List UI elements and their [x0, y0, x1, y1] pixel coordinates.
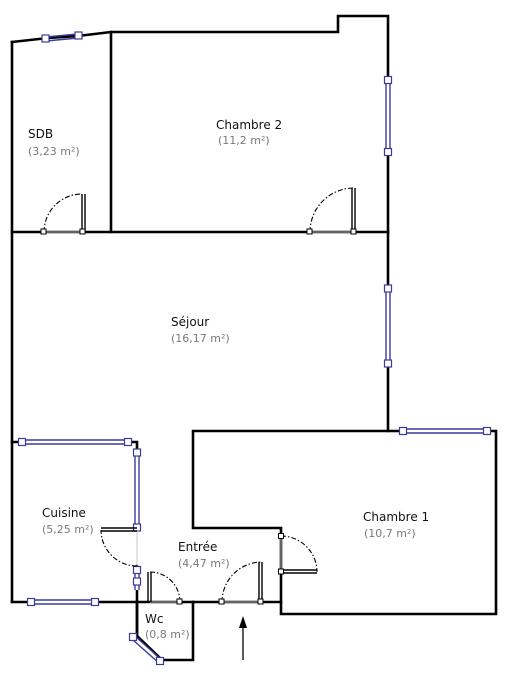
room-name-sdb: SDB — [28, 127, 53, 141]
window-wc-side — [132, 565, 142, 590]
room-area-wc: (0,8 m²) — [145, 628, 190, 641]
window-chambre1-top — [398, 426, 492, 436]
walls — [10, 14, 498, 662]
window-wc-diagonal — [128, 632, 165, 666]
door-sdb — [40, 193, 86, 235]
room-name-entree: Entrée — [178, 540, 217, 554]
room-name-chambre1: Chambre 1 — [363, 510, 429, 524]
wall-top — [10, 14, 390, 234]
room-name-cuisine: Cuisine — [42, 506, 86, 520]
room-name-wc: Wc — [145, 612, 163, 626]
room-area-cuisine: (5,25 m²) — [42, 523, 94, 536]
door-entree — [218, 561, 264, 605]
room-area-entree: (4,47 m²) — [178, 557, 230, 570]
door-chambre2 — [306, 187, 357, 235]
window-cuisine-top — [17, 437, 133, 447]
door-wc — [147, 571, 183, 605]
window-chambre2-right — [383, 75, 393, 157]
room-name-chambre2: Chambre 2 — [216, 118, 282, 132]
room-labels: SDB (3,23 m²) Chambre 2 (11,2 m²) Séjour… — [28, 118, 429, 641]
room-area-sdb: (3,23 m²) — [28, 145, 80, 158]
wall-chambre1 — [191, 429, 498, 616]
door-chambre1 — [278, 533, 318, 575]
window-cuisine-right — [132, 448, 142, 532]
room-name-sejour: Séjour — [171, 315, 209, 329]
windows — [17, 31, 492, 666]
window-sdb-top — [41, 31, 83, 43]
room-area-chambre2: (11,2 m²) — [218, 134, 270, 147]
room-area-chambre1: (10,7 m²) — [364, 527, 416, 540]
window-cuisine-bottom — [26, 597, 100, 607]
door-cuisine — [100, 527, 138, 567]
arrow-up-icon — [239, 616, 247, 660]
window-sejour-right — [383, 284, 393, 368]
room-area-sejour: (16,17 m²) — [171, 332, 230, 345]
doors — [40, 187, 357, 605]
